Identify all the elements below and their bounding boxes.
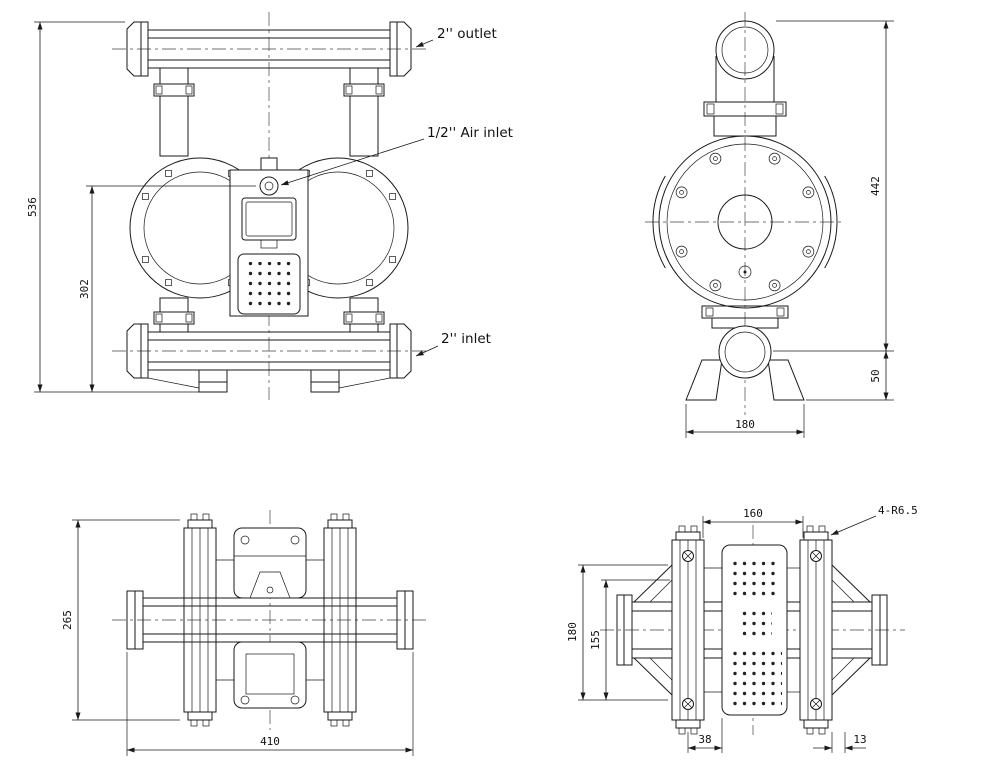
- muffler-plate-rear: [721, 544, 788, 716]
- rear-view: 160 4-R6.5 180 155 38: [566, 504, 918, 753]
- dimension-foot-width: 180: [685, 404, 805, 438]
- outlet-callout: 2'' outlet: [415, 26, 497, 48]
- top-neck-right: [343, 67, 385, 157]
- housing-right-rear: [787, 564, 871, 696]
- dimension-top-width: 160: [702, 507, 804, 538]
- dim-50: 50: [869, 369, 882, 382]
- clamp-stack-left-rear: [671, 525, 705, 735]
- top-view: 265 410: [61, 510, 428, 756]
- dim-265: 265: [61, 610, 74, 630]
- flange-bolts: [675, 152, 815, 292]
- dimension-bottom-left-offset: 38: [687, 718, 723, 753]
- air-inlet-callout: 1/2'' Air inlet: [280, 125, 513, 186]
- bottom-neck-right: [343, 297, 385, 333]
- dim-302: 302: [78, 279, 91, 299]
- side-view: 442 50 180: [645, 12, 894, 438]
- valve-body-top: [216, 527, 324, 709]
- dimension-overall-height: 536: [26, 21, 199, 393]
- dim-536: 536: [26, 197, 39, 217]
- front-view: 536 302 2'' outlet 1/2'' Air inlet 2'' i…: [26, 12, 513, 400]
- radius-label: 4-R6.5: [878, 504, 918, 517]
- outlet-manifold: [126, 21, 412, 77]
- dim-13: 13: [853, 733, 866, 746]
- pump-body-side: [652, 135, 838, 309]
- inlet-callout: 2'' inlet: [415, 331, 491, 357]
- dim-38: 38: [698, 733, 711, 746]
- dim-410: 410: [260, 735, 280, 748]
- air-inlet-label: 1/2'' Air inlet: [427, 125, 513, 141]
- bolt-symbol: [810, 550, 822, 710]
- dim-180-rear: 180: [566, 622, 579, 642]
- bolt-symbol: [682, 550, 694, 710]
- outlet-label: 2'' outlet: [437, 26, 497, 42]
- dimension-air-inlet-height: 302: [78, 185, 256, 392]
- dimension-bottom-right-offset: 13: [813, 732, 867, 753]
- dimension-overall-width: 410: [126, 652, 414, 756]
- inlet-manifold: [126, 323, 412, 379]
- center-opening: [717, 194, 773, 250]
- dim-442: 442: [869, 176, 882, 196]
- bottom-neck-left: [153, 297, 195, 333]
- clamp-stack-right-top: [323, 513, 357, 727]
- dimension-body-height: 442: [773, 20, 894, 352]
- clamp-stack-left-top: [183, 513, 217, 727]
- radius-callout: 4-R6.5: [830, 504, 918, 536]
- dim-160: 160: [743, 507, 763, 520]
- foot-right-side: [767, 359, 805, 401]
- inlet-port-side: [685, 305, 805, 401]
- outlet-port-side: [703, 20, 787, 137]
- pump-feet-front: [147, 369, 391, 393]
- dimension-foot-height: 50: [806, 351, 894, 401]
- dim-155: 155: [589, 630, 602, 650]
- foot-left-side: [685, 359, 723, 401]
- air-inlet-port: [259, 176, 279, 196]
- air-valve-body: [229, 157, 309, 317]
- top-neck-left: [153, 67, 195, 157]
- inlet-label: 2'' inlet: [441, 331, 491, 347]
- dim-180-side: 180: [735, 418, 755, 431]
- muffler-plate-front: [237, 253, 301, 315]
- dimension-depth: 265: [61, 519, 180, 721]
- dimension-inner-depth: 155: [589, 579, 670, 700]
- clamp-stack-right-rear: [799, 525, 833, 735]
- housing-left-rear: [633, 564, 722, 696]
- dimension-flange-depth: 180: [566, 564, 668, 701]
